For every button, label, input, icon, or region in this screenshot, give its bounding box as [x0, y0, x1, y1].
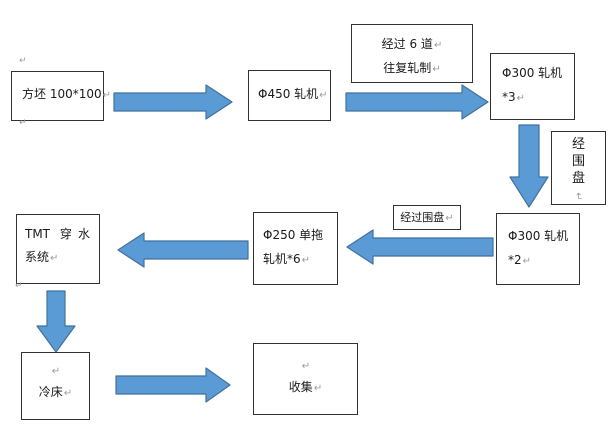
node-collection: ↵ 收集↵	[253, 343, 358, 415]
annotation-char: 盘	[571, 171, 585, 186]
node-text: Φ300 轧机	[508, 229, 569, 243]
pilcrow-mark: ↵	[313, 383, 323, 394]
node-cooling-label: 冷床↵	[22, 382, 89, 404]
stray-pilcrow-mark: ↵	[15, 281, 23, 291]
arrow-mill300x2-to-mill250	[346, 229, 494, 265]
node-mill250-label2: 轧机*6↵	[263, 247, 337, 273]
node-mill300x2: Φ300 轧机 *2↵	[496, 213, 580, 285]
annotation-char: 经	[571, 137, 585, 152]
node-tmt-quench: TMT 穿水 系统↵	[16, 214, 100, 284]
annotation-line: 经过围盘↵	[394, 209, 460, 225]
node-mill250-label: Φ250 单拖	[263, 223, 337, 247]
pilcrow-mark: ↵	[445, 213, 454, 224]
node-text: 轧机*6	[263, 252, 301, 266]
arrow-mill300x3-down-to-mill300x2	[509, 124, 549, 208]
node-text: Φ450 轧机	[258, 87, 319, 101]
node-mill450-label: Φ450 轧机↵	[258, 85, 330, 102]
pilcrow-mark: ↵	[102, 90, 112, 101]
annotation-via-coiler-vertical: 经 围 盘 ↵	[551, 131, 606, 205]
annotation-via-coiler: 经过围盘↵	[393, 205, 461, 230]
pilcrow-mark: ↵	[319, 90, 328, 101]
node-mill300x3-label: Φ300 轧机	[502, 61, 574, 85]
arrow-mill450-to-mill300x3	[345, 84, 489, 120]
arrow-billet-to-mill450	[113, 84, 233, 120]
node-tmt-label: TMT 穿水	[25, 223, 90, 246]
empty-paragraph: ↵	[22, 360, 89, 382]
pilcrow-mark: ↵	[433, 40, 443, 51]
node-text: 方坯 100*100	[22, 87, 102, 101]
annotation-text: 往复轧制	[383, 61, 432, 75]
node-mill300x2-count: *2↵	[508, 248, 579, 274]
arrow-mill250-to-tmt	[117, 232, 249, 268]
pilcrow-mark: ↵	[516, 93, 526, 104]
node-billet-label: 方坯 100*100↵	[22, 85, 111, 102]
node-text: *2	[508, 253, 522, 267]
arrow-tmt-down-to-cooling	[36, 290, 76, 353]
node-cooling-bed: ↵ 冷床↵	[21, 352, 90, 420]
annotation-text: 经过围盘	[400, 211, 445, 224]
node-text: 收集	[288, 380, 313, 394]
node-mill300x2-label: Φ300 轧机	[508, 224, 579, 248]
pilcrow-mark: ↵	[432, 64, 441, 75]
node-billet: 方坯 100*100↵	[11, 71, 111, 121]
annotation-six-pass-rolling: 经过 6 道↵ 往复轧制↵	[351, 24, 473, 83]
node-tmt-label2: 系统↵	[25, 246, 90, 270]
node-mill450: Φ450 轧机↵	[248, 70, 331, 121]
annotation-char: 围	[571, 154, 585, 169]
empty-paragraph: ↵	[254, 355, 357, 377]
node-text: Φ300 轧机	[502, 66, 563, 80]
stray-pilcrow-mark: ↵	[19, 118, 27, 128]
annotation-line: 经过 6 道↵	[352, 33, 472, 57]
pilcrow-mark: ↵	[572, 192, 584, 201]
node-mill250: Φ250 单拖 轧机*6↵	[253, 212, 338, 285]
annotation-line: 往复轧制↵	[352, 57, 472, 81]
node-text: Φ250 单拖	[263, 228, 324, 242]
stray-pilcrow-mark: ↵	[19, 56, 27, 66]
pilcrow-mark: ↵	[301, 255, 311, 266]
pilcrow-mark: ↵	[50, 253, 59, 264]
annotation-mark-line: ↵	[552, 187, 605, 205]
pilcrow-mark: ↵	[51, 366, 61, 377]
pilcrow-mark: ↵	[63, 388, 73, 399]
node-text: 冷床	[38, 385, 63, 399]
arrow-cooling-to-collection	[115, 367, 231, 403]
node-text: *3	[502, 90, 516, 104]
pilcrow-mark: ↵	[522, 256, 532, 267]
node-text: TMT 穿水	[25, 227, 90, 241]
annotation-text: 经过 6 道	[381, 37, 433, 51]
node-mill300x3-count: *3↵	[502, 85, 574, 111]
pilcrow-mark: ↵	[301, 361, 311, 372]
node-collection-label: 收集↵	[254, 377, 357, 399]
node-text: 系统	[25, 250, 50, 264]
node-mill300x3: Φ300 轧机 *3↵	[490, 53, 575, 120]
